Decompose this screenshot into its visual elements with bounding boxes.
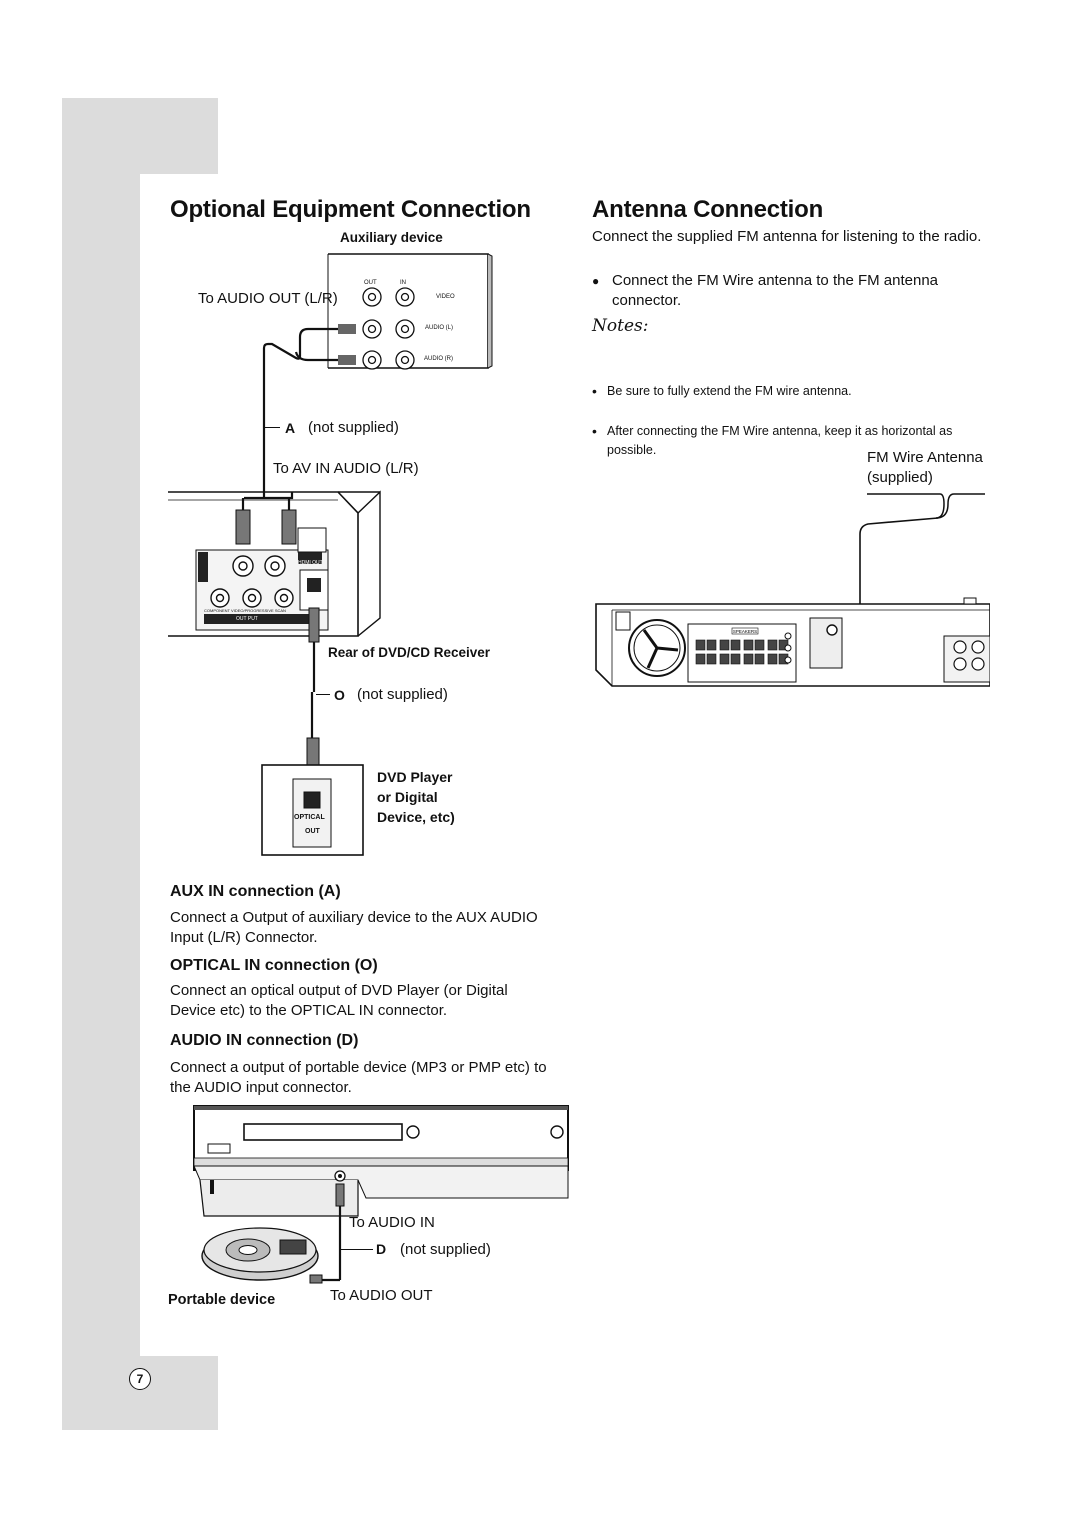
cable-a-note: (not supplied) (308, 419, 399, 436)
antenna-intro: Connect the supplied FM antenna for list… (592, 228, 982, 245)
sidebar-top (62, 98, 218, 174)
optional-equipment-title: Optional Equipment Connection (170, 196, 531, 223)
aux-in-heading: AUX IN connection (A) (170, 883, 341, 900)
optical-label-line1: OPTICAL (294, 814, 325, 821)
aux-jack-out-label: OUT (364, 280, 377, 286)
cable-o-letter: O (334, 687, 345, 703)
antenna-label-1: FM Wire Antenna (867, 449, 983, 466)
page-number: 7 (129, 1368, 151, 1390)
aux-in-text: Connect a Output of auxiliary device to … (170, 909, 538, 946)
antenna-connection-title: Antenna Connection (592, 196, 824, 223)
front-panel-diagram (193, 1105, 569, 1284)
receiver-output-label: OUT PUT (236, 616, 258, 622)
optical-cable-diagram (261, 668, 364, 856)
to-audio-in-label: To AUDIO IN (349, 1214, 435, 1231)
speakers-label: SPEAKERS (733, 629, 757, 634)
aux-jack-in-label: IN (400, 280, 406, 286)
optical-in-text: Connect an optical output of DVD Player … (170, 982, 508, 1019)
cable-a-letter: A (285, 420, 296, 436)
cable-d-callout-line (341, 1249, 373, 1250)
antenna-label-2: (supplied) (867, 469, 933, 486)
dvd-player-line-1: DVD Player (377, 769, 453, 785)
cable-d-note: (not supplied) (400, 1241, 491, 1258)
to-audio-out-label: To AUDIO OUT (330, 1287, 433, 1304)
sidebar-column (62, 174, 140, 1356)
antenna-diagram: SPEAKERS (595, 493, 990, 687)
cable-a-callout-line (264, 427, 280, 428)
optical-label-line2: OUT (305, 828, 320, 835)
to-audio-out-lr-label: To AUDIO OUT (L/R) (198, 290, 338, 307)
note-1: Be sure to fully extend the FM wire ante… (592, 382, 957, 401)
rear-of-receiver-label: Rear of DVD/CD Receiver (328, 645, 491, 660)
dvd-player-line-2: or Digital (377, 789, 438, 805)
aux-jack-audio-l-label: AUDIO (L) (425, 325, 454, 331)
notes-heading: Notes: (592, 316, 649, 336)
antenna-bullet: Connect the FM Wire antenna to the FM an… (592, 271, 992, 311)
aux-jack-video-label: VIDEO (436, 294, 455, 300)
to-av-in-label: To AV IN AUDIO (L/R) (273, 460, 419, 477)
dvd-player-line-3: Device, etc) (377, 809, 455, 825)
cable-d-letter: D (376, 1241, 387, 1257)
cable-o-note: (not supplied) (357, 686, 448, 703)
audio-in-text: Connect a output of portable device (MP3… (170, 1059, 547, 1096)
aux-jack-audio-r-label: AUDIO (R) (424, 356, 453, 362)
audio-in-heading: AUDIO IN connection (D) (170, 1032, 359, 1049)
portable-device-label: Portable device (168, 1292, 276, 1308)
auxiliary-device-label: Auxiliary device (340, 230, 443, 245)
cable-o-callout-line (316, 694, 330, 695)
aux-connection-diagram (168, 253, 493, 668)
dvd-player-label: DVD Player or Digital Device, etc) (377, 767, 455, 827)
receiver-hdmi-label: HDMI OUT (298, 560, 323, 566)
optical-in-heading: OPTICAL IN connection (O) (170, 957, 378, 974)
receiver-component-label: COMPONENT VIDEO/PROGRESSIVE SCAN (204, 608, 286, 613)
page-number-text: 7 (136, 1372, 144, 1386)
note-2: After connecting the FM Wire antenna, ke… (592, 422, 957, 460)
